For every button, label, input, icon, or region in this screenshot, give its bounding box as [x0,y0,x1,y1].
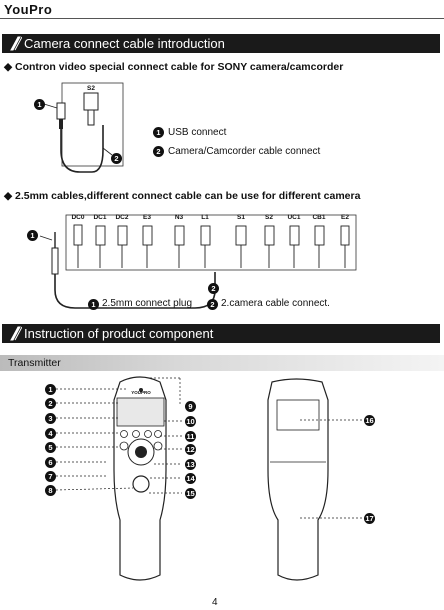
legend-cable: 2.camera cable connect. [221,298,330,309]
callout-11: 11 [185,431,196,442]
usb-plug-neck [59,119,63,129]
callout-1: 1 [34,99,45,110]
cable-label: DC2 [115,214,129,221]
device-brand: YOUPRO [131,390,151,395]
cable-label: CB1 [312,214,326,221]
section-title: Camera connect cable introduction [24,36,225,51]
legend-num-cable: 2 [207,299,218,310]
callout-17: 17 [364,513,375,524]
callout-4: 4 [45,428,56,439]
callout-15: 15 [185,488,196,499]
legend-jack: 2.5mm connect plug [102,298,193,309]
cable-label: N3 [174,214,184,221]
lcd-screen [116,397,165,427]
sony-cable-wire [60,125,104,173]
cable-label: DC0 [71,214,85,221]
slash-icon [8,36,23,56]
legend-num-1: 1 [153,127,164,138]
cable-label: S2 [265,214,273,221]
header-divider [0,18,444,19]
brand-logo: YouPro [4,2,53,17]
leader-jack [39,235,53,241]
section-title: Instruction of product component [24,326,214,341]
subsection-title: Transmitter [8,357,61,369]
callout-2: 2 [111,153,122,164]
cable-set-frame [65,214,357,271]
callout-10: 10 [185,416,196,427]
section-header-cable-intro: Camera connect cable introduction [2,34,440,53]
s2-plug-label: S2 [87,85,95,92]
cable-label: L1 [201,214,209,221]
led [139,388,143,392]
connector-row [73,224,350,268]
leader-1 [43,103,58,109]
callout-16: 16 [364,415,375,426]
legend-camera: Camera/Camcorder cable connect [168,146,321,157]
legend-num-jack: 1 [88,299,99,310]
callout-6: 6 [45,457,56,468]
callout-2: 2 [45,398,56,409]
callout-cable: 2 [208,283,219,294]
callout-12: 12 [185,444,196,455]
callout-1: 1 [45,384,56,395]
dial-center [135,446,147,458]
subsection-transmitter: Transmitter [0,355,444,371]
button-row [119,430,163,451]
bullet-cables: ◆ 2.5mm cables,different connect cable c… [4,190,361,202]
legend-usb: USB connect [168,127,227,138]
back-window [276,399,320,431]
callout-9: 9 [185,401,196,412]
cable-label: UC1 [287,214,301,221]
legend-num-2: 2 [153,146,164,157]
callout-7: 7 [45,471,56,482]
callout-jack: 1 [27,230,38,241]
s2-plug-body [87,109,95,126]
leader-2 [102,147,113,156]
callout-3: 3 [45,413,56,424]
section-header-component: Instruction of product component [2,324,440,343]
leader-lines [55,377,362,519]
page-number: 4 [212,597,218,608]
callout-8: 8 [45,485,56,496]
cable-label: E2 [341,214,349,221]
callout-13: 13 [185,459,196,470]
shutter-button [132,475,150,493]
callout-5: 5 [45,442,56,453]
cable-label: E3 [143,214,151,221]
cable-label: DC1 [93,214,107,221]
cable-label: S1 [237,214,245,221]
bullet-sony: ◆ Contron video special connect cable fo… [4,61,344,73]
slash-icon [8,326,23,346]
callout-14: 14 [185,473,196,484]
cable-set-wire [54,272,216,309]
